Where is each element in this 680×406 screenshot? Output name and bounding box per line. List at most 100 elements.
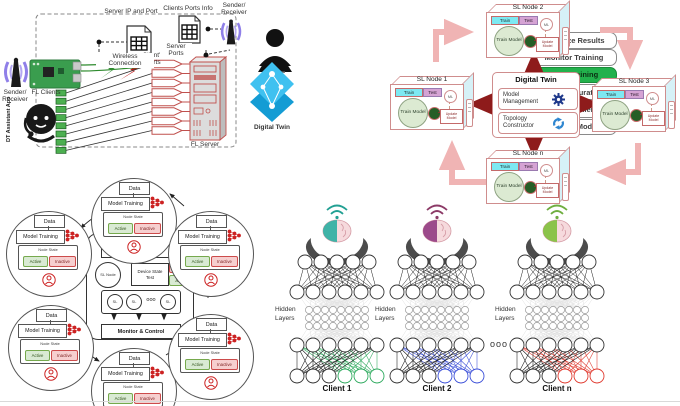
client-person-icon (127, 240, 141, 254)
hidden-layers-label: Hidden Layers (495, 306, 516, 322)
update-model-box: Update Model (536, 37, 559, 52)
data-box: Data (196, 215, 227, 228)
data-connector (210, 226, 211, 230)
data-connector (210, 329, 211, 333)
ml-connector (545, 175, 546, 183)
active-badge: Active (185, 256, 210, 267)
model-training-box: Model Training (101, 367, 150, 381)
digital-twin-center: Digital Twin Model Management Topology C… (492, 72, 580, 138)
sl-ellipsis: ooo (146, 297, 156, 303)
server-ports-label: Server Ports (160, 43, 192, 58)
node-state-label: Node State (40, 341, 60, 346)
data-connector (133, 363, 134, 367)
active-badge: Active (23, 256, 48, 267)
ring-node-1: Data Model Training Node State Active In… (91, 178, 177, 264)
ring-node-2: Data Model Training Node State Active In… (6, 211, 92, 297)
sl-circle: SL (126, 294, 142, 310)
nn-icon (150, 366, 164, 379)
sl-node-title: SL Node n (512, 149, 544, 157)
node-front-face: Train Test Train Model ML Update Model (486, 12, 569, 58)
sl-node-title: SL Node 3 (618, 77, 650, 85)
client-person-icon (204, 376, 218, 390)
inactive-badge: Inactive (51, 350, 78, 361)
client-label: Client n (542, 384, 572, 393)
sl-node-box-3: SL Node 3 Train Test Train Model ML Upda… (592, 74, 676, 132)
sl-node-title: SL Node 1 (416, 75, 448, 83)
node-state-box: Node State Active Inactive (18, 245, 78, 270)
ring-node-6: Data Model Training Node State Active In… (168, 314, 254, 400)
side-strip (561, 27, 569, 55)
client-label: Client 2 (422, 384, 452, 393)
train-bar: Train (491, 16, 519, 25)
train-bar: Train (491, 162, 519, 171)
model-training-box: Model Training (16, 230, 65, 244)
data-box: Data (196, 318, 227, 331)
document-icon (126, 25, 152, 57)
inactive-badge: Inactive (134, 223, 161, 234)
inactive-badge: Inactive (134, 393, 161, 404)
update-model-box: Update Model (642, 111, 665, 126)
inactive-badge: Inactive (211, 256, 238, 267)
update-model-box: Update Model (536, 183, 559, 198)
wireless-zigzag-icon (100, 57, 146, 80)
train-model-circle: Train Model (398, 98, 428, 128)
antenna-icon (220, 19, 242, 45)
nn-icon (150, 196, 164, 209)
raspberry-pi-icon (29, 59, 82, 89)
model-training-box: Model Training (18, 324, 67, 338)
data-box: Data (36, 309, 67, 322)
topology-constructor-item: Topology Constructor (498, 112, 578, 134)
nn-icon (227, 229, 241, 242)
train-model-circle: Train Model (494, 172, 524, 202)
ml-connector (449, 101, 450, 109)
nn-icon (67, 323, 81, 336)
ring-node-5: Data Model Training Node State Active In… (91, 348, 177, 406)
data-box: Data (34, 215, 65, 228)
node-state-label: Node State (38, 247, 58, 252)
update-connector (640, 114, 643, 115)
ml-connector (545, 29, 546, 37)
sl-node-circle: SL Node (95, 262, 121, 288)
ml-circle: ML (646, 92, 659, 105)
test-bar: Test (625, 90, 644, 99)
data-connector (50, 320, 51, 324)
sync-icon (553, 116, 564, 130)
nn-icon (227, 332, 241, 345)
document-icon (178, 15, 201, 44)
nn-icon-slot (227, 332, 241, 350)
sender-receiver-left-label: Sender/ Receiver (2, 89, 28, 104)
node-front-face: Train Test Train Model ML Update Model (390, 84, 473, 130)
down-arrows (110, 313, 168, 321)
ring-node-4: Data Model Training Node State Active In… (8, 305, 94, 391)
node-front-face: Train Test Train Model ML Update Model (486, 158, 569, 204)
update-connector (534, 186, 537, 187)
dt-assistant-icon (23, 104, 56, 143)
inactive-badge: Inactive (49, 256, 76, 267)
side-strip (667, 101, 675, 129)
data-box: Data (119, 182, 150, 195)
person-icon-slot (44, 367, 58, 386)
sl-row-box: SL SL ooo SL (101, 290, 181, 314)
node-state-label: Node State (123, 384, 143, 389)
model-management-item: Model Management (498, 88, 578, 110)
active-badge: Active (108, 223, 133, 234)
train-model-circle: Train Model (600, 100, 630, 130)
wireless-label: Wireless Connection (96, 53, 154, 68)
update-connector (534, 40, 537, 41)
hands-icon (525, 238, 589, 265)
nn-icon (65, 229, 79, 242)
active-badge: Active (25, 350, 50, 361)
fl-panel-graphics (4, 13, 242, 154)
node-state-label: Node State (200, 247, 220, 252)
sl-circle: SL (107, 294, 123, 310)
node-state-box: Node State Active Inactive (103, 212, 163, 237)
ml-connector (651, 103, 652, 111)
data-connector (133, 193, 134, 197)
fl-clients-label: FL Clients (31, 89, 61, 96)
dt-assistant-label: DT Assistant App (6, 96, 12, 142)
sl-arrows (433, 18, 644, 186)
person-icon-slot (204, 273, 218, 292)
hands-icon (405, 238, 469, 265)
ml-circle: ML (444, 90, 457, 103)
